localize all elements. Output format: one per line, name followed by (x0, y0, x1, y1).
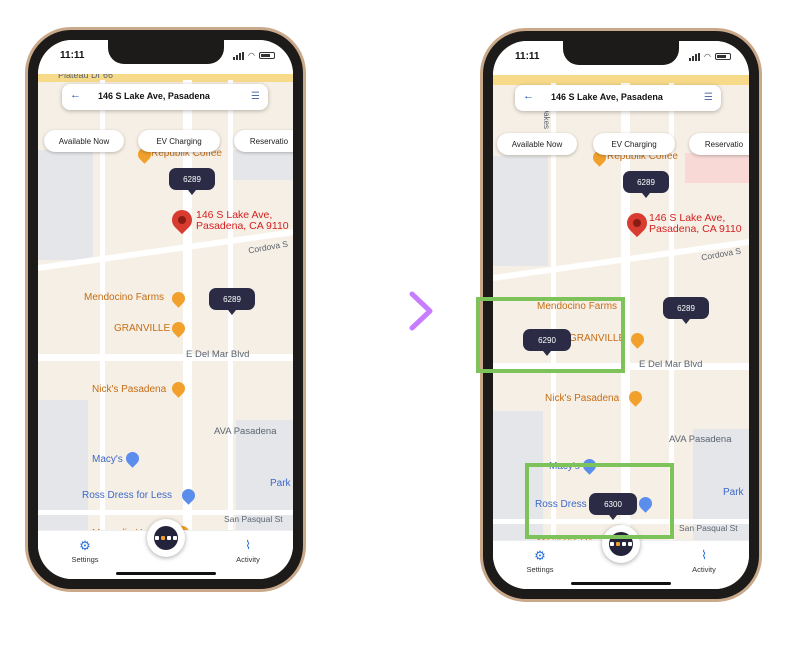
map-road (493, 519, 749, 524)
status-time: 11:11 (515, 51, 540, 62)
signal-icon (233, 51, 245, 60)
poi-granville: GRANVILLE (114, 323, 171, 334)
arrow-left-icon[interactable]: ← (523, 90, 534, 102)
arrow-left-icon[interactable]: ← (70, 89, 81, 101)
parking-pin-new[interactable]: 6300 (589, 493, 637, 520)
poi-granville: GRANVILLE (569, 333, 626, 344)
street-label-del-mar: E Del Mar Blvd (639, 359, 703, 370)
map-road (38, 354, 293, 361)
sliders-icon[interactable]: ☰ (251, 91, 260, 102)
parking-pin[interactable]: 6289 (209, 288, 255, 315)
home-grid-button[interactable] (146, 519, 185, 557)
map-road (228, 80, 233, 560)
map-road (183, 80, 192, 560)
map-block (685, 153, 749, 183)
map-block (693, 429, 749, 559)
status-time: 11:11 (60, 50, 85, 61)
home-indicator (571, 582, 671, 585)
parking-pin[interactable]: 6289 (623, 171, 669, 198)
highway-road (38, 72, 293, 82)
notch (107, 40, 224, 64)
chip-ev-charging[interactable]: EV Charging (138, 130, 220, 152)
map-road (38, 510, 293, 515)
map-block (228, 150, 293, 180)
chip-ev-charging[interactable]: EV Charging (593, 133, 675, 155)
battery-icon (259, 52, 275, 59)
map-block (38, 400, 88, 550)
map-road (100, 80, 105, 560)
search-bar[interactable]: ← 146 S Lake Ave, Pasadena ☰ (62, 84, 268, 110)
phone-screen: 11:11 ◠ Plateau Dr 66 ← 146 S Lake Ave, … (38, 40, 293, 579)
restaurant-icon (628, 330, 647, 349)
map-view[interactable]: Plateau Dr 66 ← 146 S Lake Ave, Pasadena… (38, 40, 293, 579)
highlight-box (476, 297, 625, 373)
map-view[interactable]: Oakes ← 146 S Lake Ave, Pasadena ☰ Avail… (493, 41, 749, 589)
map-road (669, 83, 674, 573)
destination-label: 146 S Lake Ave, Pasadena, CA 9110 (196, 209, 289, 232)
activity-icon: ⌇ (701, 548, 707, 562)
poi-coffee: Republik Coffee (607, 151, 678, 162)
poi-mendocino: Mendocino Farms (84, 292, 165, 303)
highway-road (493, 75, 749, 85)
poi-ross: Ross Dress for Less (82, 490, 173, 501)
nav-activity[interactable]: ⌇ Activity (679, 548, 729, 575)
map-block (38, 150, 93, 260)
poi-mendocino: Mendocino Farms (537, 301, 618, 312)
poi-coffee: Republik Coffee (151, 148, 222, 159)
poi-nicks: Nick's Pasadena (92, 384, 167, 395)
nav-settings[interactable]: ⚙ Settings (515, 549, 565, 574)
battery-icon (715, 53, 731, 60)
nav-activity[interactable]: ⌇ Activity (223, 538, 273, 565)
poi-ava: AVA Pasadena (214, 426, 277, 437)
poi-ava: AVA Pasadena (669, 434, 732, 445)
shopping-icon (123, 449, 142, 468)
gear-icon: ⚙ (79, 538, 91, 553)
status-icons: ◠ (689, 52, 731, 61)
street-label-del-mar: E Del Mar Blvd (186, 349, 250, 360)
map-block (236, 420, 293, 550)
notch (563, 41, 679, 65)
activity-icon: ⌇ (245, 538, 251, 552)
chip-reservations[interactable]: Reservatio (234, 130, 293, 152)
street-label-san-pasqual: San Pasqual St (224, 514, 283, 524)
street-label-san-pasqual: San Pasqual St (679, 523, 738, 533)
grid-icon (153, 526, 178, 550)
street-label-cordova: Cordova S (247, 238, 289, 256)
wifi-icon: ◠ (704, 52, 711, 61)
sliders-icon[interactable]: ☰ (704, 92, 713, 103)
street-label-top: Plateau Dr 66 (58, 70, 114, 80)
poi-park: Park (723, 487, 744, 498)
search-bar[interactable]: ← 146 S Lake Ave, Pasadena ☰ (515, 85, 721, 111)
signal-icon (689, 52, 701, 61)
poi-ross: Ross Dress (535, 499, 587, 510)
poi-park: Park (270, 478, 291, 489)
wifi-icon: ◠ (248, 51, 255, 60)
poi-nicks: Nick's Pasadena (545, 393, 620, 404)
status-icons: ◠ (233, 51, 275, 60)
home-indicator (115, 572, 216, 575)
chip-available-now[interactable]: Available Now (44, 130, 124, 152)
nav-settings[interactable]: ⚙ Settings (60, 539, 110, 564)
parking-pin[interactable]: 6289 (663, 297, 709, 324)
chip-available-now[interactable]: Available Now (497, 133, 577, 155)
map-road (621, 83, 630, 573)
parking-pin[interactable]: 6289 (169, 168, 215, 195)
map-road (551, 83, 556, 573)
search-address: 146 S Lake Ave, Pasadena (98, 91, 210, 101)
poi-macys: Macy's (92, 454, 123, 465)
transition-arrow-icon (353, 291, 433, 331)
search-address: 146 S Lake Ave, Pasadena (551, 92, 663, 102)
chip-reservations[interactable]: Reservatio (689, 133, 749, 155)
map-block (493, 156, 548, 266)
destination-label: 146 S Lake Ave, Pasadena, CA 9110 (649, 212, 742, 235)
parking-pin-new[interactable]: 6290 (523, 329, 571, 356)
gear-icon: ⚙ (534, 548, 546, 563)
highlight-box (525, 463, 674, 539)
phone-before: 11:11 ◠ Plateau Dr 66 ← 146 S Lake Ave, … (25, 27, 306, 592)
